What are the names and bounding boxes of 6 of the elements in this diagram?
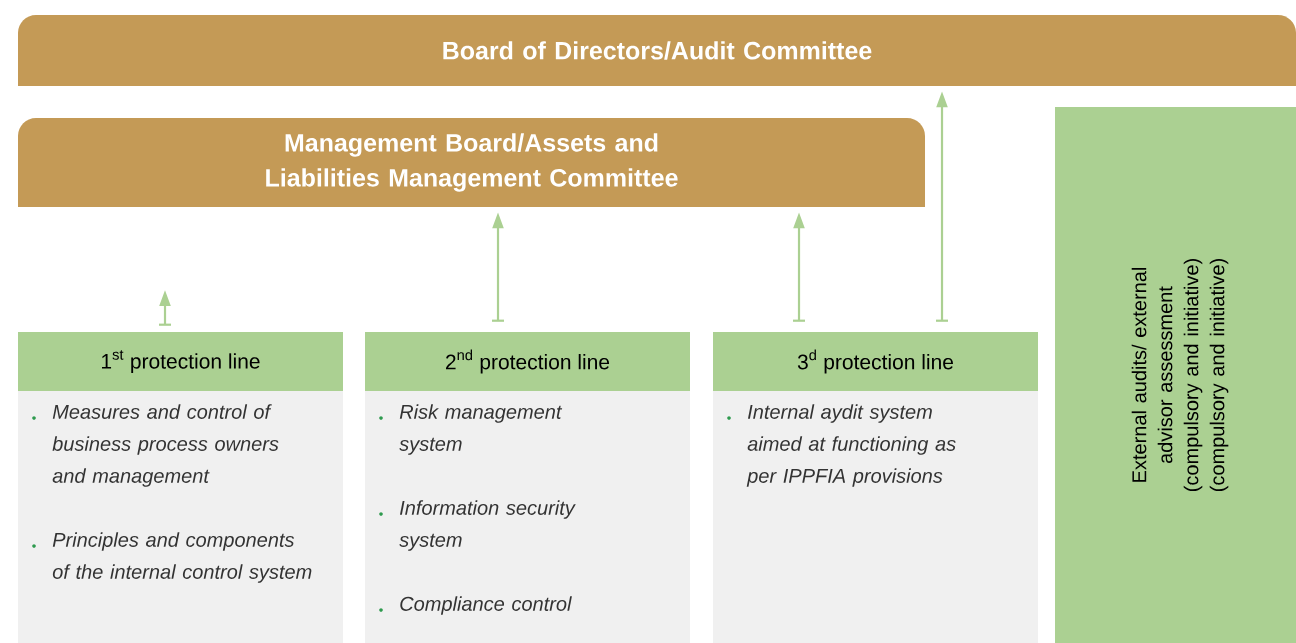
side-panel: External audits/ external advisor assessment (compulsory and initiative) (compulsory and initiative) [1055,107,1296,643]
title-band: Board of Directors/Audit Committee [18,15,1296,86]
column-panel: $\text{1}^{\text{st}}\text{ protection line}$ Measures and control of business process owners and management Principles and components of the internal control system [18,332,343,643]
column-panel: $\text{3}^{\text{d}}\text{ protection line}$ Internal aydit system aimed at functioning as per IPPFIA provisions [713,332,1038,643]
column-panel: $\text{2}^{\text{nd}}\text{ protection line}$ Risk management system Information security system Compliance control [365,332,690,643]
title-band: Management Board/Assets and Liabilities Management Committee [18,118,925,207]
